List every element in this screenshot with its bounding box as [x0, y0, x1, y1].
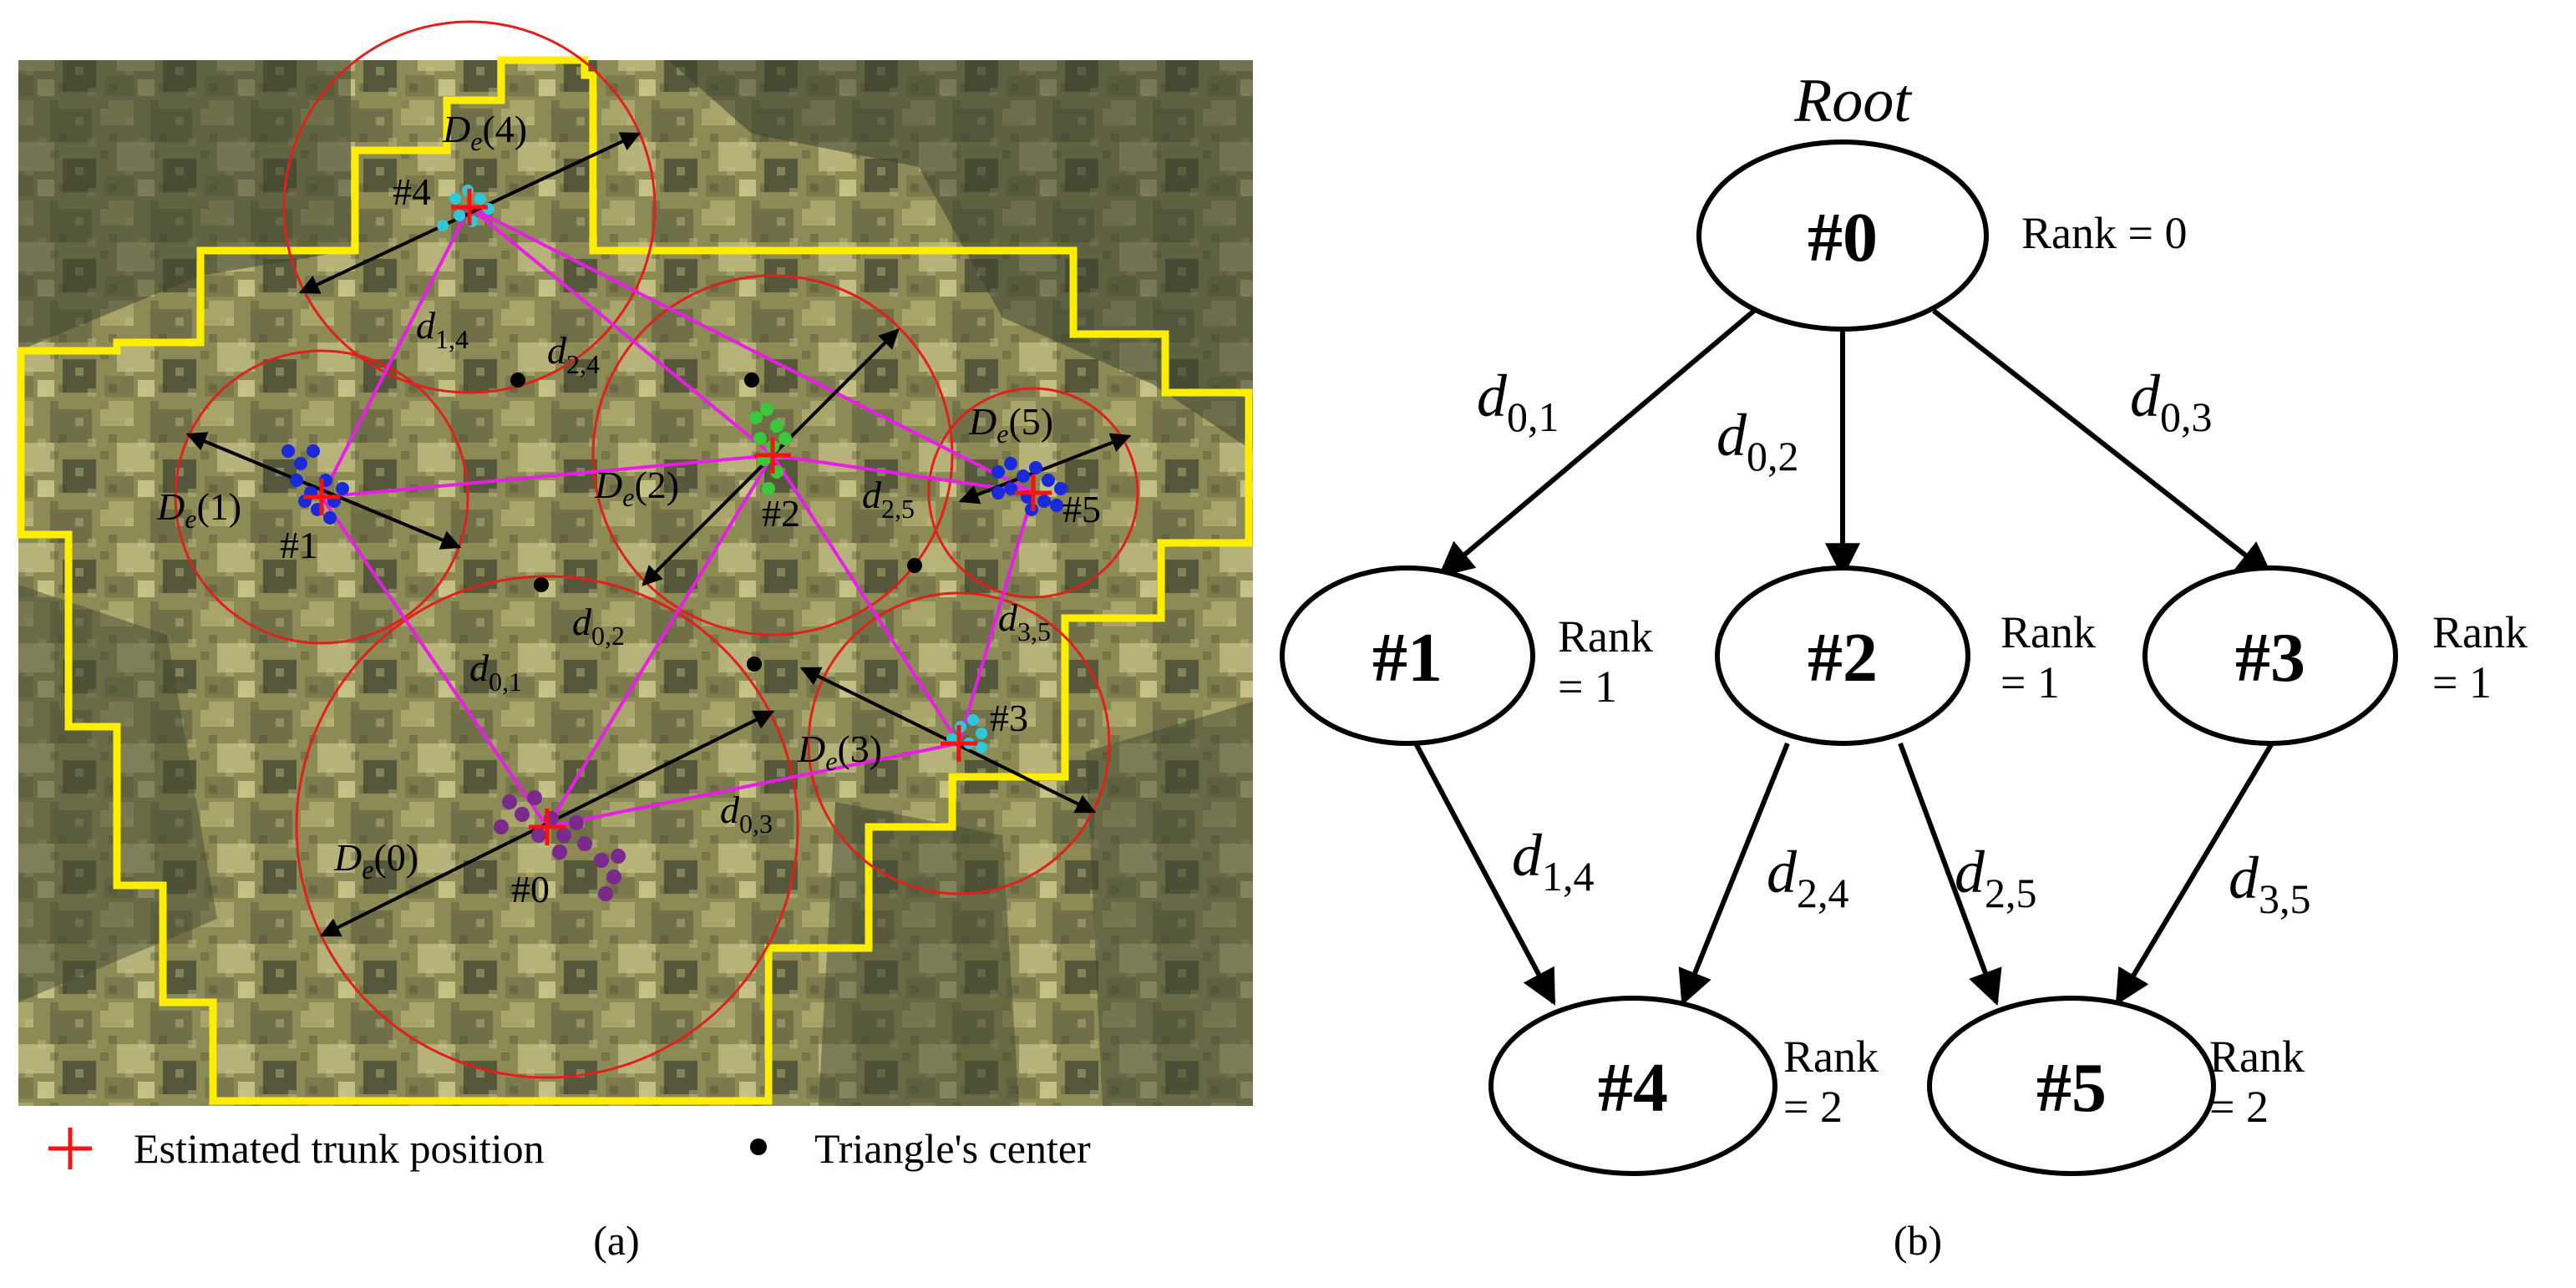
site-boundary [17, 56, 1253, 1105]
de-label-2: De(2) [594, 464, 679, 512]
de-label-5: De(5) [968, 400, 1053, 449]
node-label-5: #5 [2036, 1049, 2107, 1127]
trunk-label-4: #4 [393, 170, 431, 213]
root-label: Root [1793, 67, 1913, 135]
node-label-1: #1 [1372, 619, 1443, 697]
node-label-2: #2 [1808, 619, 1878, 697]
node-4[interactable] [1488, 996, 1777, 1176]
trunk-markers [303, 189, 1052, 845]
trunk-label-2: #2 [762, 492, 800, 535]
edge-0-3 [1932, 308, 2274, 577]
trunk-label-0: #0 [511, 868, 550, 910]
rank-label-2a: Rank [2000, 607, 2096, 657]
node-label-3: #3 [2235, 619, 2305, 697]
dist-label-01: d0,1 [469, 647, 522, 697]
rank-label-1b: = 1 [1558, 662, 1617, 712]
trunk-label-1: #1 [280, 524, 318, 566]
legend: Estimated trunk position Triangle's cent… [48, 1125, 1091, 1172]
rank-label-4a: Rank [1783, 1032, 1879, 1082]
edge-label-0-1: d0,1 [1477, 363, 1559, 440]
edge-3-5 [2115, 742, 2274, 1006]
dist-label-35: d3,5 [998, 596, 1051, 647]
legend-center-dot [750, 1138, 767, 1155]
rank-label-1a: Rank [1558, 611, 1653, 662]
node-label-4: #4 [1598, 1049, 1668, 1127]
edge-2-4 [1678, 742, 1790, 1006]
rank-label-4b: = 2 [1783, 1082, 1843, 1132]
caption-a: (a) [593, 1217, 640, 1264]
edge-2-5 [1898, 742, 2002, 1006]
node-5[interactable] [1927, 996, 2216, 1176]
edge-label-0-3: d0,3 [2130, 363, 2213, 440]
dist-label-25: d2,5 [862, 474, 915, 524]
rank-label-0: Rank = 0 [2021, 208, 2187, 258]
triangle-centers [510, 373, 922, 672]
rank-label-5a: Rank [2209, 1032, 2305, 1082]
circle-de-1 [174, 349, 469, 645]
circle-de-2 [591, 274, 954, 636]
node-0[interactable] [1696, 139, 1989, 332]
rank-label-3a: Rank [2432, 607, 2528, 657]
rank-label-5b: = 2 [2209, 1082, 2269, 1132]
de-label-1: De(1) [156, 485, 241, 534]
de-label-4: De(4) [442, 108, 527, 156]
rank-label-3b: = 1 [2432, 657, 2492, 707]
legend-trunk-text: Estimated trunk position [134, 1125, 545, 1172]
cluster-0 [494, 790, 626, 901]
rank-label-2b: = 1 [2000, 657, 2060, 707]
legend-trunk-marker [48, 1128, 92, 1169]
edge-1-4 [1413, 742, 1556, 1006]
dist-label-03: d0,3 [720, 789, 773, 839]
dist-label-02: d0,2 [572, 601, 625, 651]
trunk-label-5: #5 [1062, 488, 1101, 530]
circle-de-4 [282, 20, 657, 394]
node-label-0: #0 [1808, 199, 1878, 276]
caption-b: (b) [1894, 1217, 1942, 1264]
dist-label-24: d2,4 [547, 329, 600, 379]
legend-center-text: Triangle's center [814, 1125, 1091, 1172]
dist-label-14: d1,4 [416, 304, 469, 354]
de-label-0: De(0) [333, 836, 418, 885]
circle-de-0 [295, 575, 799, 1079]
circle-de-5 [927, 387, 1139, 599]
de-label-3: De(3) [797, 728, 882, 776]
edge-label-1-4: d1,4 [1512, 822, 1595, 900]
node-2[interactable] [1715, 565, 1970, 746]
tree-edges [1413, 308, 2274, 1006]
edge-label-3-5: d3,5 [2229, 844, 2311, 922]
node-1[interactable] [1280, 565, 1535, 746]
panel-a: #0 #1 #2 #3 #4 #5 De(0) De(1) De(2) De(3… [17, 20, 1253, 1264]
trunk-label-3: #3 [990, 697, 1028, 739]
node-3[interactable] [2142, 565, 2398, 746]
edge-label-2-4: d2,4 [1767, 839, 1849, 916]
edge-0-1 [1438, 308, 1756, 577]
edge-label-0-2: d0,2 [1716, 402, 1799, 479]
edge-label-2-5: d2,5 [1955, 839, 2037, 916]
panel-b: Root #0 #1 #2 #3 #4 #5 [1280, 67, 2528, 1264]
